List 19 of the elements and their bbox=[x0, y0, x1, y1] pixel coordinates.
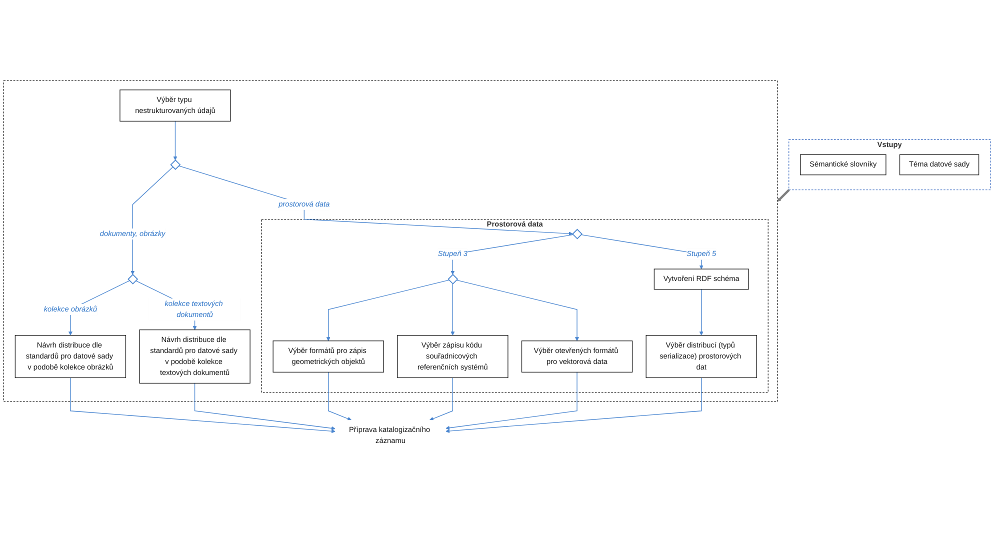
arrow bbox=[326, 280, 450, 342]
cluster bbox=[3, 80, 778, 402]
node-diamond bbox=[170, 160, 181, 170]
node-diamond bbox=[128, 274, 138, 285]
arrow bbox=[456, 280, 580, 342]
arrow bbox=[450, 284, 455, 336]
arrow bbox=[130, 167, 174, 276]
node-diamond bbox=[572, 229, 582, 240]
arrow bbox=[446, 378, 702, 434]
arrow bbox=[194, 383, 336, 431]
arrow bbox=[178, 166, 573, 236]
arrow bbox=[328, 372, 352, 422]
arrow bbox=[173, 121, 178, 161]
arrow bbox=[70, 378, 336, 434]
node-diamond bbox=[448, 274, 458, 285]
arrow bbox=[429, 378, 454, 422]
arrow bbox=[699, 289, 704, 336]
arrow bbox=[446, 372, 578, 430]
arrow bbox=[777, 189, 790, 202]
